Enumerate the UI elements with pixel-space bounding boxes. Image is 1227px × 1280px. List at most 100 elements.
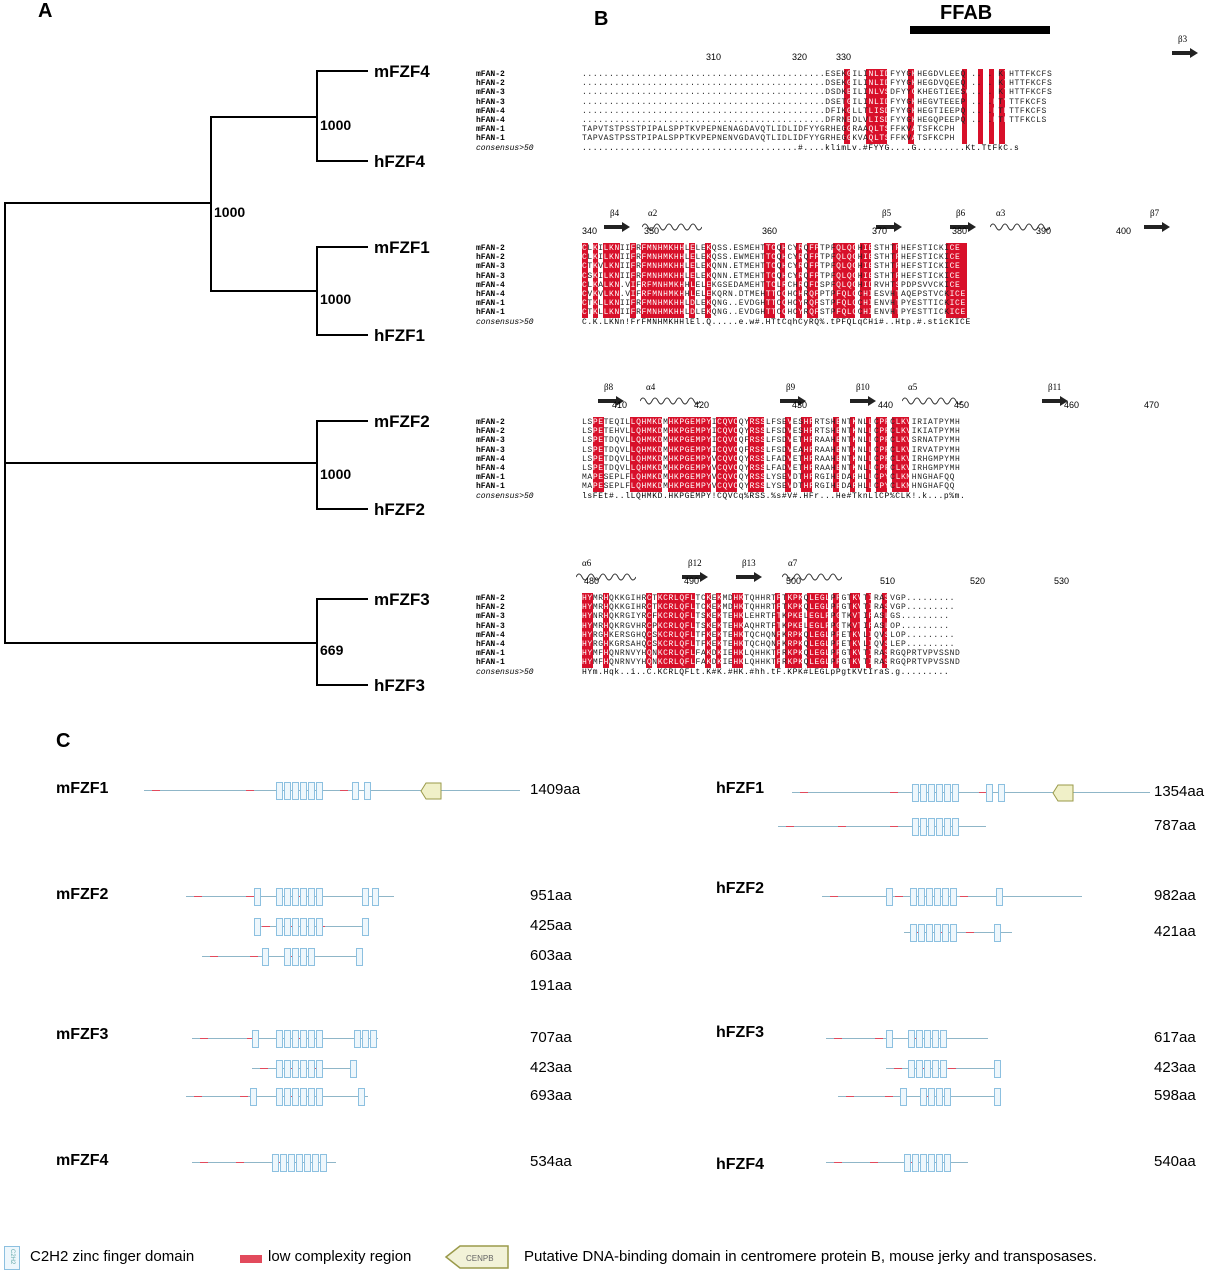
- zinc-finger-domain-icon: [912, 1154, 919, 1172]
- beta-strand-arrow-icon: [780, 393, 806, 411]
- residue-number: 380: [952, 226, 968, 236]
- zinc-finger-domain-icon: [936, 1154, 943, 1172]
- secondary-structure-label: α7: [788, 558, 798, 568]
- ffab-label: FFAB: [940, 2, 993, 24]
- conserved-column: [667, 593, 674, 668]
- isoform-diagram: [202, 948, 363, 966]
- conserved-column: [785, 417, 791, 492]
- conserved-column: [678, 243, 684, 318]
- zinc-finger-domain-icon: [942, 924, 949, 942]
- zinc-finger-domain-icon: [364, 782, 371, 800]
- conserved-column: [758, 417, 765, 492]
- residue-number: 470: [1144, 400, 1160, 410]
- zinc-finger-domain-icon: [950, 888, 957, 906]
- sequence-name: hFAN-2: [476, 427, 505, 437]
- tree-branch: [210, 116, 316, 118]
- zinc-finger-domain-icon: [944, 1154, 951, 1172]
- isoform-diagram: [904, 924, 1012, 942]
- tree-branch: [210, 116, 212, 292]
- tree-branch: [316, 420, 318, 510]
- conserved-column: [865, 69, 872, 144]
- conserved-column: [592, 243, 599, 318]
- protein-name: mFZF3: [56, 1026, 109, 1043]
- cenpb-domain-icon: [1052, 784, 1074, 807]
- sequence-name: hFAN-1: [476, 308, 505, 318]
- secondary-structure-label: β5: [882, 208, 892, 218]
- secondary-structure-label: β12: [688, 558, 702, 568]
- low-complexity-region: [948, 1068, 956, 1069]
- secondary-structure-label: β3: [1178, 34, 1188, 44]
- zinc-finger-domain-icon: [300, 888, 307, 906]
- secondary-structure-label: α6: [582, 558, 592, 568]
- low-complexity-region: [966, 932, 974, 933]
- sequence-row: HYMRHQKRGVHRCPKCRLQFLTSKEKTEHKAQHRTFTKPK…: [582, 621, 950, 631]
- sequence-row: ........................................…: [582, 70, 1053, 79]
- conserved-column: [865, 417, 872, 492]
- conserved-column: [678, 417, 684, 492]
- zinc-finger-domain-icon: [900, 1088, 907, 1106]
- protein-name: hFZF4: [716, 1156, 764, 1173]
- residue-number: 350: [644, 226, 660, 236]
- low-complexity-region: [236, 1162, 244, 1163]
- conserved-column: [672, 243, 679, 318]
- beta-strand-arrow-icon: [598, 393, 624, 411]
- legend-low-complexity: low complexity region: [268, 1248, 412, 1265]
- low-complexity-region: [246, 790, 254, 791]
- conserved-column: [870, 69, 877, 144]
- sequence-row: ........................................…: [582, 115, 1047, 125]
- residue-number: 390: [1036, 226, 1052, 236]
- consensus-label: consensus>50: [476, 317, 534, 327]
- conserved-column: [582, 593, 588, 668]
- residue-number: 440: [878, 400, 894, 410]
- zinc-finger-domain-icon: [912, 784, 919, 802]
- zinc-finger-domain-icon: [308, 1030, 315, 1048]
- secondary-structure-label: α3: [996, 208, 1006, 218]
- legend-cenpb: Putative DNA-binding domain in centromer…: [524, 1248, 1097, 1265]
- sequence-name: mFAN-4: [476, 106, 505, 116]
- conserved-column: [897, 417, 904, 492]
- zinc-finger-domain-icon: [254, 888, 261, 906]
- zinc-finger-domain-icon: [316, 782, 323, 800]
- consensus-row: lsFEt#..lLQHMKD.HKPGEMPY!CQVCq%RSS.%s#V#…: [582, 491, 966, 501]
- conserved-column: [662, 593, 668, 668]
- zinc-finger-domain-icon: [250, 1088, 257, 1106]
- secondary-structure-label: α4: [646, 382, 656, 392]
- cenpb-legend-icon: CENPB: [444, 1245, 509, 1269]
- sequence-row: HYNRHQKRGIYRCFKCRLQFLTSKEKTEHKLEHRTFTKPK…: [582, 612, 950, 622]
- sequence-row: HYMRHQKKGIHRCTKCRLQFLTCKEKMDHKTQHHRTFTKP…: [582, 594, 956, 603]
- conserved-column: [656, 417, 663, 492]
- conserved-column: [667, 243, 674, 318]
- conserved-column: [614, 243, 620, 318]
- low-complexity-region: [200, 1038, 208, 1039]
- panel-c-label: C: [56, 730, 71, 752]
- sequence-row: HYMFHQNRNVYHQNKCRLQFLFAKDKIEHKLQHHKTFRKP…: [582, 649, 961, 659]
- zinc-finger-domain-icon: [284, 1088, 291, 1106]
- zinc-finger-domain-icon: [920, 1088, 927, 1106]
- isoform-length: 423aa: [530, 1059, 572, 1076]
- conserved-column: [705, 243, 711, 318]
- beta-strand-arrow-icon: [1042, 393, 1068, 411]
- conserved-column: [796, 243, 802, 318]
- zinc-finger-domain-icon: [276, 888, 283, 906]
- zinc-finger-domain-icon: [300, 1088, 307, 1106]
- conserved-column: [689, 243, 695, 318]
- zinc-finger-domain-icon: [918, 924, 925, 942]
- conserved-column: [838, 243, 845, 318]
- tree-branch: [4, 202, 6, 644]
- zinc-finger-domain-icon: [918, 888, 925, 906]
- low-complexity-region: [246, 1038, 255, 1039]
- protein-name: mFZF2: [56, 886, 109, 903]
- conserved-column: [876, 417, 882, 492]
- sequence-name: mFAN-3: [476, 612, 505, 622]
- conserved-column: [881, 69, 888, 144]
- residue-number: 510: [880, 576, 896, 586]
- sequence-name: hFAN-1: [476, 482, 505, 492]
- cenpb-domain-icon: [420, 782, 442, 805]
- zinc-finger-domain-icon: [372, 888, 379, 906]
- conserved-column: [822, 593, 829, 668]
- conserved-column: [656, 593, 663, 668]
- zinc-finger-domain-icon: [998, 784, 1005, 802]
- zinc-finger-domain-icon: [276, 782, 283, 800]
